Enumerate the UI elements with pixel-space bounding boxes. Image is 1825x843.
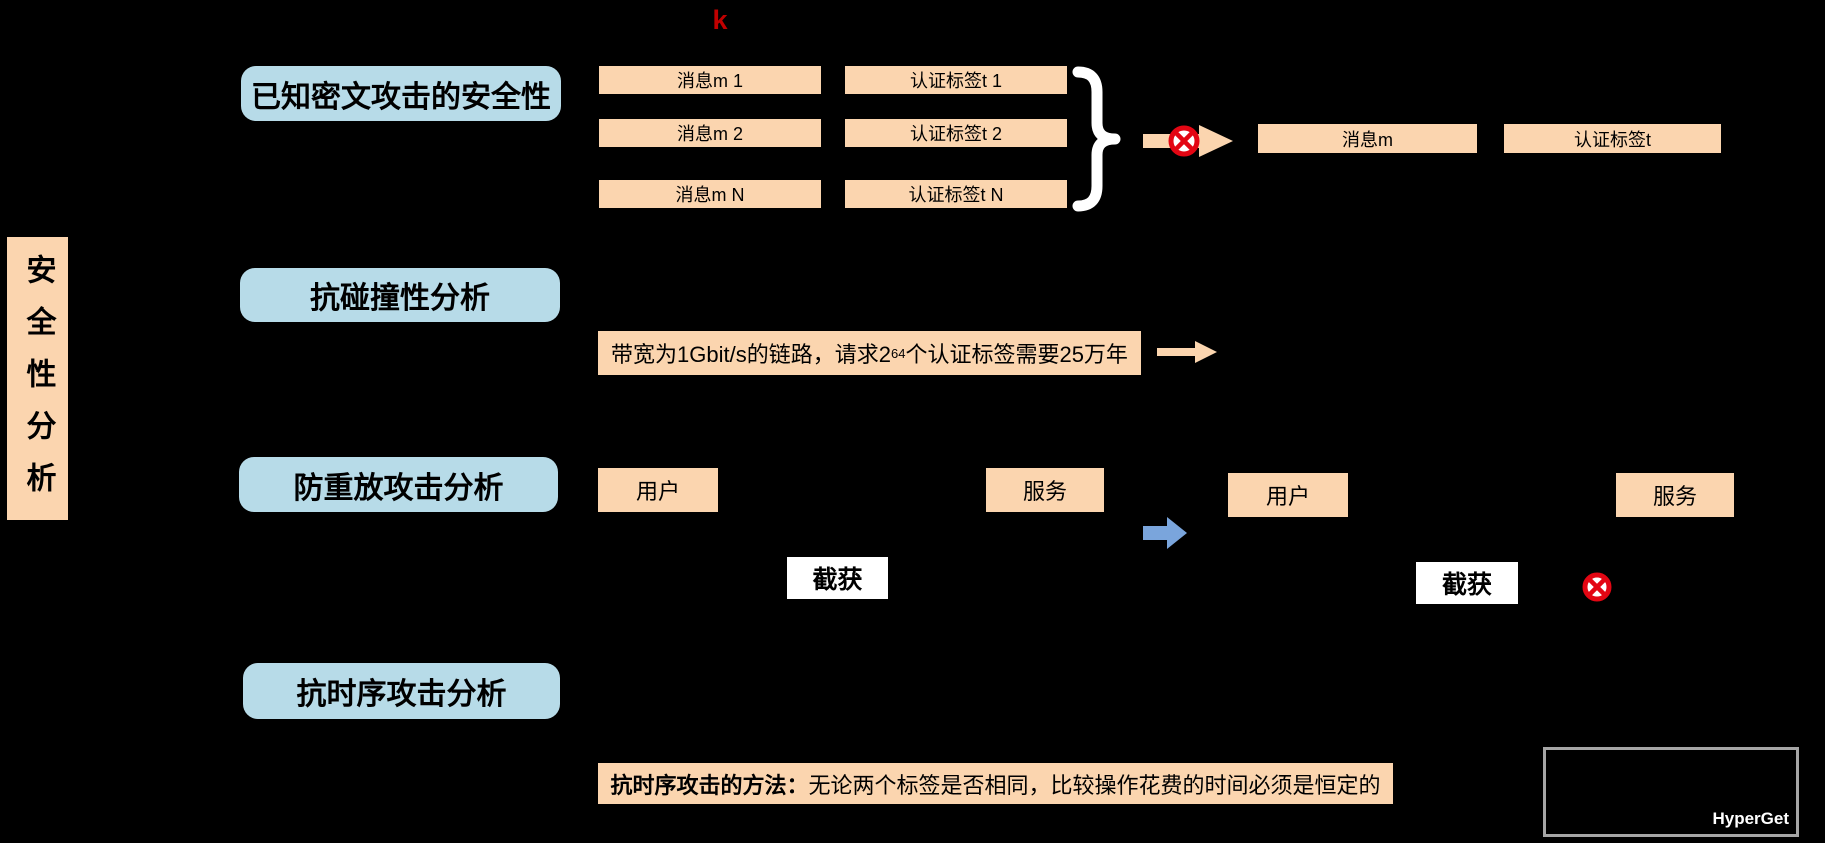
replay-right-intercept-box: 截获 xyxy=(1416,562,1518,604)
hyperget-watermark: HyperGet xyxy=(1712,809,1789,828)
collision-statement-suffix: 个认证标签需要25万年 xyxy=(905,342,1128,367)
section-header-known-ciphertext: 已知密文攻击的安全性 xyxy=(241,66,561,121)
key-k-label: k xyxy=(712,5,728,35)
arrow-right-small-icon xyxy=(1157,338,1219,366)
tag-t2-box: 认证标签t 2 xyxy=(845,119,1067,147)
timing-method-box: 抗时序攻击的方法：无论两个标签是否相同，比较操作花费的时间必须是恒定的 xyxy=(598,763,1393,804)
vertical-title-security-analysis: 安全性分析 xyxy=(7,237,68,520)
collision-statement-prefix: 带宽为1Gbit/s的链路，请求2 xyxy=(611,342,891,367)
blue-arrow-right-icon xyxy=(1143,515,1189,551)
replay-left-intercept-box: 截获 xyxy=(787,557,888,599)
crossed-circle-blocked-icon xyxy=(1581,571,1613,603)
output-message-box: 消息m xyxy=(1258,124,1477,153)
replay-right-service-box: 服务 xyxy=(1616,473,1734,517)
crossed-circle-icon xyxy=(1167,124,1201,158)
replay-right-user-box: 用户 xyxy=(1228,473,1348,517)
message-mN-box: 消息m N xyxy=(599,180,821,208)
section-header-timing: 抗时序攻击分析 xyxy=(243,663,560,719)
message-m2-box: 消息m 2 xyxy=(599,119,821,147)
replay-left-service-box: 服务 xyxy=(986,468,1104,512)
empty-frame-box: HyperGet xyxy=(1543,747,1799,837)
timing-method-label: 抗时序攻击的方法： xyxy=(610,772,809,798)
message-m1-box: 消息m 1 xyxy=(599,66,821,94)
section-header-collision: 抗碰撞性分析 xyxy=(240,268,560,322)
section-header-replay: 防重放攻击分析 xyxy=(239,457,558,512)
output-tag-box: 认证标签t xyxy=(1504,124,1721,153)
tag-t1-box: 认证标签t 1 xyxy=(845,66,1067,94)
replay-left-user-box: 用户 xyxy=(598,468,718,512)
right-brace-icon xyxy=(1070,64,1126,214)
collision-statement-exponent: 64 xyxy=(890,345,906,361)
tag-tN-box: 认证标签t N xyxy=(845,180,1067,208)
timing-method-text: 无论两个标签是否相同，比较操作花费的时间必须是恒定的 xyxy=(808,772,1381,798)
